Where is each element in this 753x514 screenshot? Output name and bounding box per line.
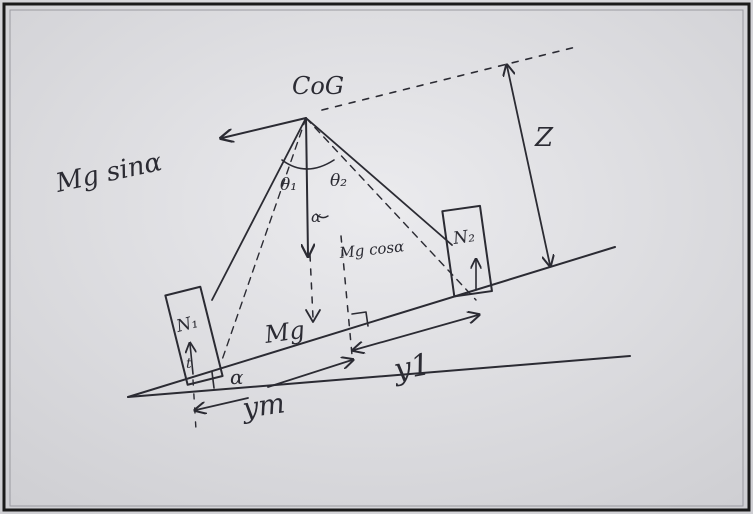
- dashed-cog-to-n2: [305, 117, 477, 301]
- label-theta1: θ₁: [280, 175, 297, 195]
- inner-border: [9, 9, 744, 507]
- alpha-arc-top: [315, 213, 329, 219]
- mg-arrowhead: [305, 309, 321, 323]
- line-cog-to-n2: [305, 117, 453, 246]
- ground-line: [127, 355, 631, 398]
- dashed-cog-to-n1: [221, 117, 307, 361]
- block-n1: [164, 285, 224, 386]
- label-t-mark: t: [186, 356, 192, 372]
- alpha-base-tick: [211, 371, 215, 389]
- label-y1: y1: [389, 347, 433, 388]
- cog-height-dashed: [321, 45, 581, 111]
- ym-dimension-arrow-right: [267, 360, 352, 388]
- label-alpha-base: α: [230, 365, 244, 389]
- label-n2: N₂: [451, 226, 476, 249]
- line-cog-to-n1: [211, 117, 307, 301]
- mg-sin-arrow: [222, 117, 307, 138]
- n1-up-arrow: [190, 344, 193, 375]
- ym-dimension-arrow-left: [196, 397, 249, 410]
- label-alpha-top: α: [311, 208, 321, 226]
- label-z: Z: [534, 123, 554, 153]
- label-mg: Mg: [262, 316, 306, 349]
- mg-dashed-vertical: [309, 254, 314, 319]
- n1-reference-dashed: [192, 379, 197, 431]
- label-theta2: θ₂: [330, 171, 347, 191]
- z-dimension-arrow: [507, 66, 550, 265]
- y1-dimension-arrow: [354, 315, 478, 350]
- mg-cos-arrow: [306, 117, 308, 255]
- label-ym: ym: [238, 386, 287, 425]
- block-n2: [441, 204, 493, 298]
- label-cog: CoG: [292, 72, 344, 100]
